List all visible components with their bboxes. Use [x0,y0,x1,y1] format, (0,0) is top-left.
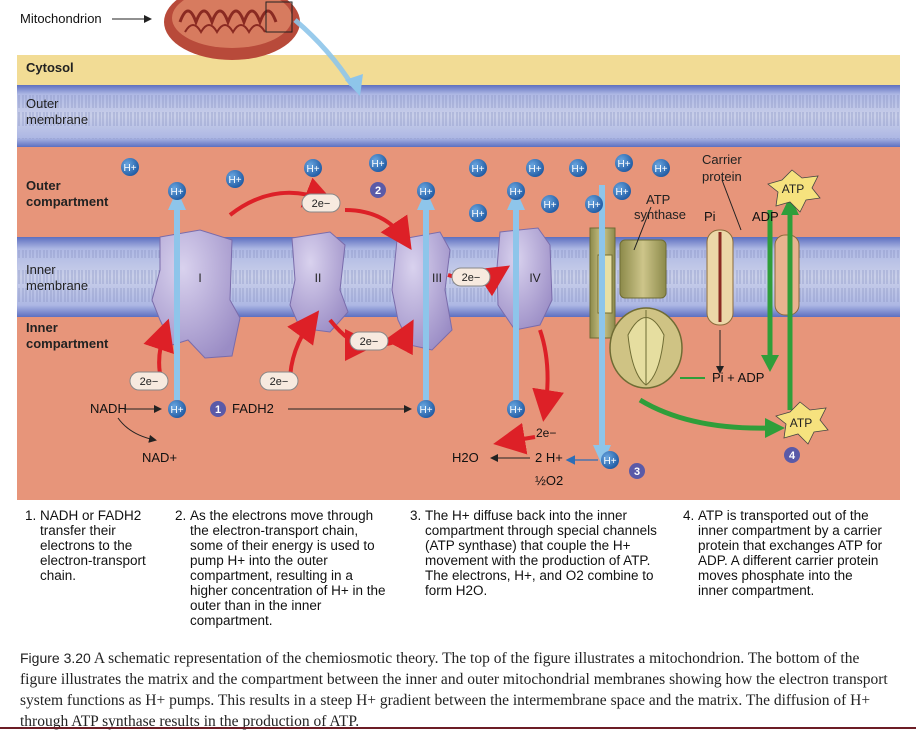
carrier-protein-pi [706,229,734,326]
svg-text:H+: H+ [371,159,384,170]
svg-text:H+: H+ [615,187,628,198]
h-ions: H+ H+ H+ H+ H+ H+ H+ H+ H+ H+ H+ H+ H+ H… [121,154,670,469]
figure-caption: Figure 3.20 A schematic representation o… [20,648,900,732]
step-number: 2. [175,508,187,523]
h2o-label: H2O [452,450,479,465]
step-number: 3. [410,508,422,523]
svg-text:4: 4 [789,450,796,462]
svg-text:ATP: ATP [790,416,812,430]
figure-label: Figure 3.20 [20,650,91,666]
svg-text:IV: IV [529,271,540,285]
complex-II: II [289,231,349,333]
electron-bubbles: 2e− 2e− 2e− 2e− 2e− [129,193,491,391]
step-text: The H+ diffuse back into the inner compa… [425,508,657,598]
step-2: 2. As the electrons move through the ele… [175,508,390,628]
proton-pump-arrows [174,185,605,450]
atp-synthase-label: ATP synthase [634,192,686,222]
svg-text:2e−: 2e− [462,272,481,284]
outer-compartment-label: Outer compartment [26,178,109,209]
atp-synthase [589,227,683,389]
svg-text:H+: H+ [509,187,522,198]
svg-text:H+: H+ [170,405,183,416]
nadh-label: NADH [90,401,127,416]
svg-text:2e−: 2e− [140,376,159,388]
carrier-protein-label: Carrier protein [702,152,745,184]
svg-text:ATP: ATP [782,182,804,196]
atp-transport-arrows [638,210,793,431]
pi-top-label: Pi [704,209,716,224]
step-4: 4. ATP is transported out of the inner c… [683,508,883,598]
step-markers: 1 2 3 4 [210,182,800,479]
svg-text:2e−: 2e− [270,376,289,388]
two-h-plus-label: 2 H+ [535,450,563,465]
svg-text:H+: H+ [419,405,432,416]
svg-text:H+: H+ [509,405,522,416]
svg-text:H+: H+ [587,200,600,211]
mitochondrion-image [164,0,300,60]
svg-text:H+: H+ [471,164,484,175]
inner-membrane-label: Inner membrane [26,262,88,293]
svg-text:II: II [315,271,322,285]
atp-star-bottom: ATP [775,401,829,445]
caption-text: A schematic representation of the chemio… [20,650,888,730]
step-text: NADH or FADH2 transfer their electrons t… [40,508,146,583]
svg-text:H+: H+ [603,456,616,467]
atp-star-top: ATP [767,169,821,213]
svg-text:H+: H+ [571,164,584,175]
pi-adp-label: Pi + ADP [712,370,764,385]
inner-compartment-label: Inner compartment [26,320,109,351]
svg-text:3: 3 [634,466,640,478]
cytosol-region [17,55,900,85]
adp-top-label: ADP [752,209,779,224]
svg-text:H+: H+ [123,163,136,174]
svg-text:H+: H+ [654,164,667,175]
svg-text:H+: H+ [170,187,183,198]
step-text: As the electrons move through the electr… [190,508,386,628]
svg-text:2: 2 [375,185,381,197]
step-number: 4. [683,508,695,523]
svg-text:H+: H+ [419,187,432,198]
svg-text:2e−: 2e− [312,198,331,210]
caption-rule [0,727,916,729]
fadh2-label: FADH2 [232,401,274,416]
two-e-matrix-label: 2e− [536,426,556,440]
outer-compartment-region [17,147,900,237]
cytosol-label: Cytosol [26,60,74,75]
nad-plus-label: NAD+ [142,450,177,465]
step-text: ATP is transported out of the inner comp… [698,508,883,598]
step-descriptions: 1. NADH or FADH2 transfer their electron… [0,508,916,638]
svg-text:I: I [198,271,201,285]
mitochondrion-label: Mitochondrion [20,11,102,26]
svg-text:H+: H+ [528,164,541,175]
step-3: 3. The H+ diffuse back into the inner co… [410,508,665,598]
svg-text:1: 1 [215,404,221,416]
svg-text:H+: H+ [228,175,241,186]
zoom-arrow [293,18,355,87]
complex-IV: IV [496,227,553,331]
step-1: 1. NADH or FADH2 transfer their electron… [25,508,165,583]
svg-text:H+: H+ [306,164,319,175]
svg-text:2e−: 2e− [360,336,379,348]
svg-text:H+: H+ [543,200,556,211]
svg-text:H+: H+ [471,209,484,220]
carrier-protein-atp-adp [774,234,800,316]
svg-text:III: III [432,271,442,285]
step-number: 1. [25,508,37,523]
chemiosmosis-diagram: Mitochondrion Cytosol Outer membrane Out… [17,0,900,500]
half-o2-label: ½O2 [535,473,563,488]
outer-membrane-label: Outer membrane [26,96,88,127]
svg-text:H+: H+ [617,159,630,170]
